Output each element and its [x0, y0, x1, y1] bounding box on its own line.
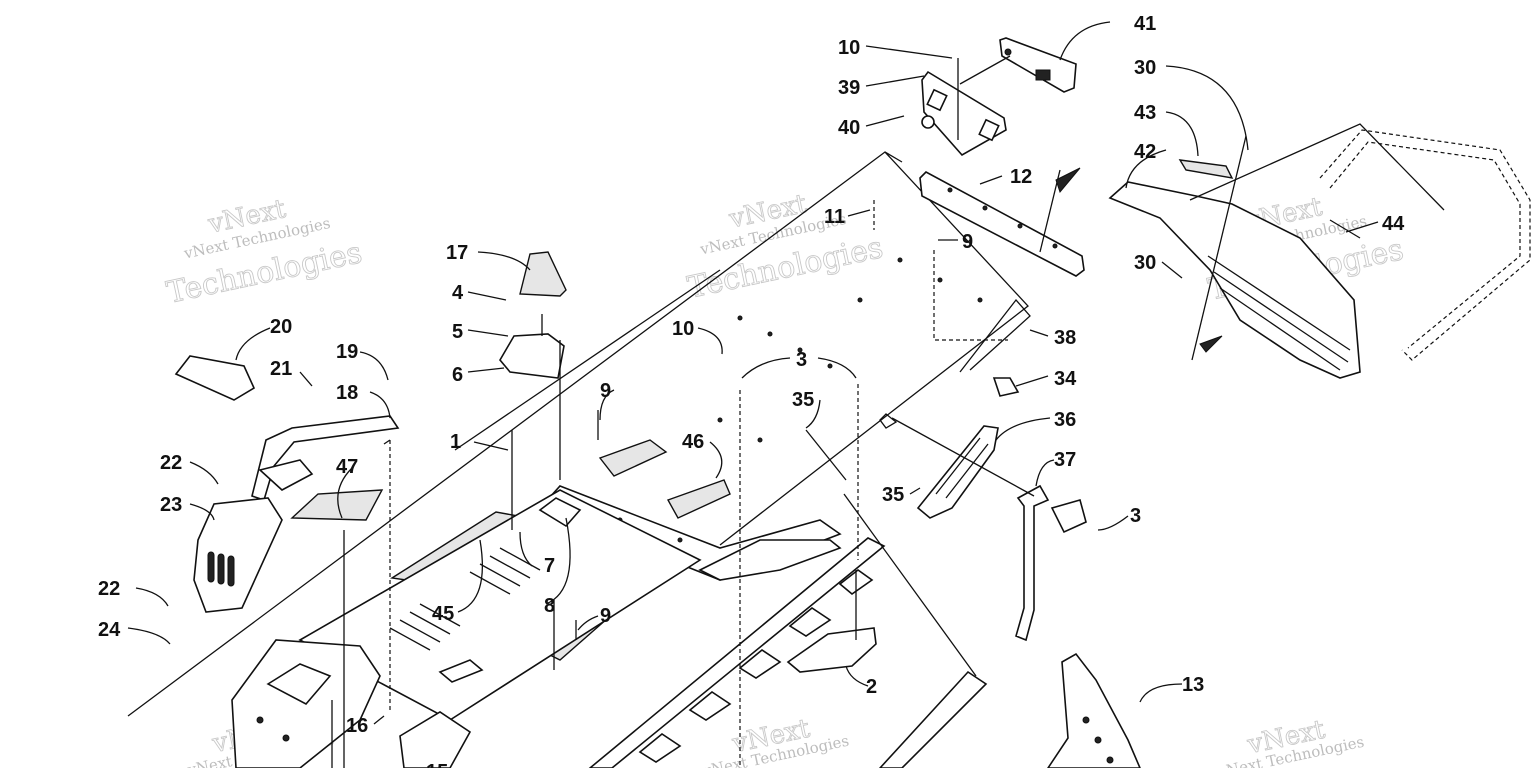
callout-35-mid: 35	[882, 484, 904, 506]
callout-16: 16	[346, 715, 368, 737]
vertical-axis-line-30	[1191, 135, 1247, 361]
callout-41: 41	[1134, 13, 1156, 35]
callout-24: 24	[98, 619, 121, 641]
callout-7: 7	[544, 555, 555, 577]
lower-tube	[843, 493, 988, 768]
callout-3-top: 3	[796, 349, 807, 371]
callout-21: 21	[270, 358, 292, 380]
callout-6: 6	[452, 364, 463, 386]
callout-38: 38	[1054, 327, 1076, 349]
part-42-rear-bumper	[1108, 123, 1445, 379]
part-17-cover	[519, 251, 567, 297]
callout-20: 20	[270, 316, 292, 338]
callout-5: 5	[452, 321, 463, 343]
tunnel-floor-slots	[298, 489, 702, 721]
callout-4: 4	[452, 282, 464, 304]
callout-46: 46	[682, 431, 704, 453]
callout-43: 43	[1134, 102, 1156, 124]
watermark-top-left: vNext vNext Technologies Technologies	[163, 194, 365, 312]
part-36-gusset	[916, 425, 999, 519]
part-38-side-panel	[959, 298, 1031, 373]
watermark-bottom-right: vNext vNext Technologies	[1215, 714, 1365, 768]
part-39-bracket	[921, 55, 1011, 157]
callout-39: 39	[838, 77, 860, 99]
callout-36: 36	[1054, 409, 1076, 431]
callout-40: 40	[838, 117, 860, 139]
part-13-plate	[1047, 652, 1141, 768]
part-47-pad	[290, 489, 384, 521]
callout-37: 37	[1054, 449, 1076, 471]
leader-lines	[331, 200, 1008, 768]
callout-9-top: 9	[962, 231, 973, 253]
callout-47: 47	[336, 456, 358, 478]
part-20-cover	[174, 355, 256, 401]
part-34-clip	[992, 377, 1020, 397]
running-board	[588, 537, 886, 768]
callout-45: 45	[432, 603, 454, 625]
front-bracket	[231, 639, 472, 768]
callout-12: 12	[1010, 166, 1032, 188]
callout-30-mid: 30	[1134, 252, 1156, 274]
watermark-bottom-center: vNext vNext Technologies	[700, 713, 850, 768]
part-6-bracket	[499, 314, 565, 379]
part-44-grab-handle	[1319, 129, 1531, 361]
callout-44: 44	[1382, 213, 1405, 235]
part-18-handle	[251, 415, 400, 502]
callout-9-bottom: 9	[600, 605, 611, 627]
callout-18: 18	[336, 382, 358, 404]
callout-labels: 41 10 39 40 30 43 42 12 11 9 44 30 17 4 …	[98, 13, 1405, 768]
callout-1: 1	[450, 431, 461, 453]
part-23-shield	[193, 497, 283, 613]
callout-23: 23	[160, 494, 182, 516]
callout-15: 15	[426, 761, 448, 768]
callout-34: 34	[1054, 368, 1077, 390]
callout-10-top: 10	[838, 37, 860, 59]
callout-42: 42	[1134, 141, 1156, 163]
callout-30-top: 30	[1134, 57, 1156, 79]
callout-17: 17	[446, 242, 468, 264]
callout-22-top: 22	[160, 452, 182, 474]
callout-leaders	[127, 21, 1379, 725]
callout-3-right: 3	[1130, 505, 1141, 527]
callout-35-top: 35	[792, 389, 814, 411]
part-37-brace	[891, 417, 1087, 642]
callout-2: 2	[866, 676, 877, 698]
callout-11: 11	[824, 206, 845, 228]
callout-9-left: 9	[600, 380, 611, 402]
callout-13: 13	[1182, 674, 1204, 696]
callout-10-mid: 10	[672, 318, 694, 340]
part-12-rail	[919, 167, 1085, 277]
part-41-cover	[999, 37, 1077, 93]
part-2-bracket	[786, 570, 877, 673]
callout-22-bottom: 22	[98, 578, 120, 600]
tunnel-outline	[127, 151, 1029, 717]
callout-8: 8	[544, 595, 555, 617]
callout-19: 19	[336, 341, 358, 363]
